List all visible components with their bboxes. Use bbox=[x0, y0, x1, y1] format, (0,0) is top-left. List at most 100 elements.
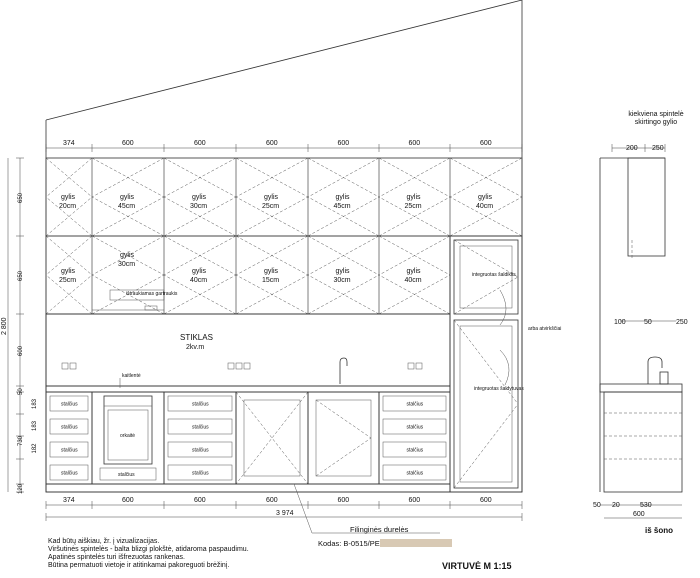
left-dim-8: 120 bbox=[18, 483, 24, 494]
top-dim-2: 600 bbox=[194, 140, 206, 147]
plinth bbox=[45, 483, 451, 493]
upper-depth-label: gylis bbox=[336, 194, 351, 201]
upper-depth-label: gylis bbox=[478, 194, 493, 201]
upper2-depth-label: gylis bbox=[120, 252, 135, 259]
drawer-label: stalčius bbox=[192, 402, 209, 408]
side-dim-mid-2: 50 bbox=[644, 319, 652, 326]
base-door-1 bbox=[307, 391, 380, 485]
drawer-label: stalčius bbox=[61, 471, 78, 477]
legend-label: Filinginės durelės bbox=[350, 525, 409, 534]
total-width-label: 3 974 bbox=[276, 510, 294, 517]
legend-swatch bbox=[380, 539, 452, 547]
note-2: Viršutinės spintelės - balta blizgi plok… bbox=[48, 546, 249, 553]
base-cabinets: stalčiusstalčiusstalčiusstalčiusstalčius… bbox=[45, 373, 451, 493]
side-faucet-icon bbox=[647, 356, 663, 384]
side-dim-mid-3: 250 bbox=[676, 319, 688, 326]
side-dim-bottom-2: 20 bbox=[612, 502, 620, 509]
fridge-column: integruotas šaldiklis integruotas šaldyt… bbox=[449, 235, 561, 493]
glass-label: STIKLAS bbox=[180, 333, 213, 342]
glass-backsplash: STIKLAS 2kv.m bbox=[45, 313, 451, 387]
countertop bbox=[45, 385, 451, 393]
left-dim-1: 650 bbox=[18, 270, 24, 281]
glass-area-label: 2kv.m bbox=[186, 344, 204, 351]
upper-depth-label: gylis bbox=[407, 194, 422, 201]
drawer-label: stalčius bbox=[61, 448, 78, 454]
bot-dim-4: 600 bbox=[338, 497, 350, 504]
swing-label: arba atvirkščiai bbox=[528, 326, 561, 332]
bot-dim-2: 600 bbox=[194, 497, 206, 504]
upper2-depth-value: 40cm bbox=[190, 277, 207, 284]
cooktop-label: kaitlentė bbox=[122, 373, 141, 379]
drawer-label: stalčius bbox=[407, 425, 424, 431]
upper2-cabinet-0: gylis 25cm bbox=[45, 235, 93, 315]
upper2-depth-value: 40cm bbox=[405, 277, 422, 284]
left-dim-5: 183 bbox=[32, 420, 38, 431]
bot-dim-6: 600 bbox=[480, 497, 492, 504]
note-4: Būtina permatuoti vietoje ir atitinkamai… bbox=[48, 562, 230, 569]
legend-leader bbox=[293, 483, 313, 534]
upper2-cabinet-2: gylis 40cm bbox=[163, 235, 237, 315]
upper-depth-label: gylis bbox=[61, 194, 76, 201]
upper-depth-value: 20cm bbox=[59, 203, 76, 210]
left-dim-2: 600 bbox=[18, 345, 24, 356]
legend-code: Kodas: B-0515/PE bbox=[318, 539, 380, 548]
side-dim-mid-1: 100 bbox=[614, 319, 626, 326]
hood-label: ištraukiamas gartraukis bbox=[126, 291, 178, 297]
socket-group-3 bbox=[407, 362, 423, 370]
top-dim-5: 600 bbox=[409, 140, 421, 147]
upper2-depth-label: gylis bbox=[61, 268, 76, 275]
fridge2-label: integruotas šaldytuvas bbox=[474, 386, 524, 392]
top-dim-1: 600 bbox=[122, 140, 134, 147]
left-dim-4: 183 bbox=[32, 398, 38, 409]
bot-dim-3: 600 bbox=[266, 497, 278, 504]
left-dim-6: 182 bbox=[32, 443, 38, 454]
drawer-label: stalčius bbox=[407, 448, 424, 454]
upper2-depth-value: 25cm bbox=[59, 277, 76, 284]
socket-group-2 bbox=[227, 362, 251, 370]
height-total-label: 2 800 bbox=[1, 317, 8, 335]
upper-depth-label: gylis bbox=[264, 194, 279, 201]
upper-cabinet-3: gylis 25cm bbox=[235, 157, 309, 237]
upper-depth-value: 25cm bbox=[262, 203, 279, 210]
upper-depth-label: gylis bbox=[120, 194, 135, 201]
drawer-label: stalčius bbox=[61, 425, 78, 431]
top-dim-6: 600 bbox=[480, 140, 492, 147]
drawer-label: stalčius bbox=[407, 471, 424, 477]
socket-group-1 bbox=[61, 362, 77, 370]
oven-drawer-label: stalčius bbox=[118, 472, 135, 478]
upper-cabinet-4: gylis 45cm bbox=[307, 157, 380, 237]
side-dim-total: 600 bbox=[633, 511, 645, 518]
upper-depth-value: 25cm bbox=[405, 203, 422, 210]
upper2-depth-label: gylis bbox=[407, 268, 422, 275]
faucet-icon bbox=[339, 357, 348, 384]
bot-dim-0: 374 bbox=[63, 497, 75, 504]
top-dim-4: 600 bbox=[338, 140, 350, 147]
upper2-depth-value: 15cm bbox=[262, 277, 279, 284]
left-dim-7: 730 bbox=[18, 435, 24, 446]
upper-cabinet-0: gylis 20cm bbox=[45, 157, 93, 237]
left-dim-3: 50 bbox=[18, 388, 24, 395]
upper2-cabinet-5: gylis 40cm bbox=[378, 235, 451, 315]
side-view-title: iš šono bbox=[645, 526, 674, 535]
upper-depth-value: 45cm bbox=[334, 203, 351, 210]
drawing-title: VIRTUVĖ M 1:15 bbox=[442, 561, 512, 571]
upper-depth-label: gylis bbox=[192, 194, 207, 201]
upper2-depth-label: gylis bbox=[192, 268, 207, 275]
upper2-depth-value: 30cm bbox=[334, 277, 351, 284]
fridge-label: integruotas šaldiklis bbox=[472, 272, 516, 278]
top-dim-3: 600 bbox=[266, 140, 278, 147]
side-dim-top-2: 250 bbox=[652, 145, 664, 152]
bot-dim-1: 600 bbox=[122, 497, 134, 504]
side-dim-bottom-1: 50 bbox=[593, 502, 601, 509]
upper-cabinets-row-2: gylis25cmgylis30cmgylis40cmgylis15cmgyli… bbox=[45, 235, 451, 315]
